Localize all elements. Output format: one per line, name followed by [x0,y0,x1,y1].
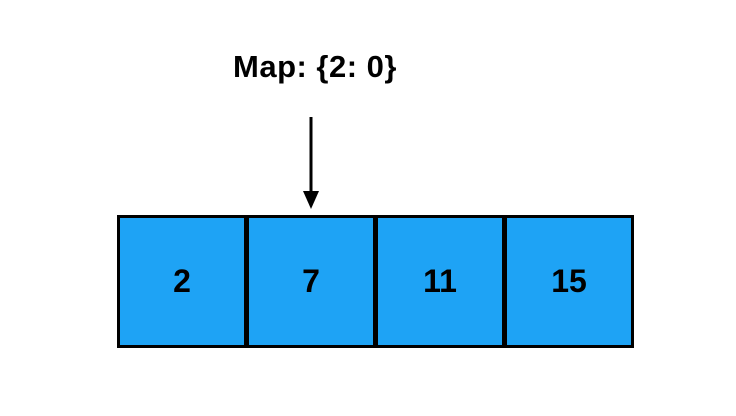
array-cell: 7 [246,215,376,348]
down-arrow-icon [301,117,321,209]
array-cell: 2 [117,215,247,348]
array-cell: 15 [504,215,634,348]
map-state-label: Map: {2: 0} [233,49,397,84]
array-cell: 11 [375,215,505,348]
array-row: 2 7 11 15 [117,215,634,348]
